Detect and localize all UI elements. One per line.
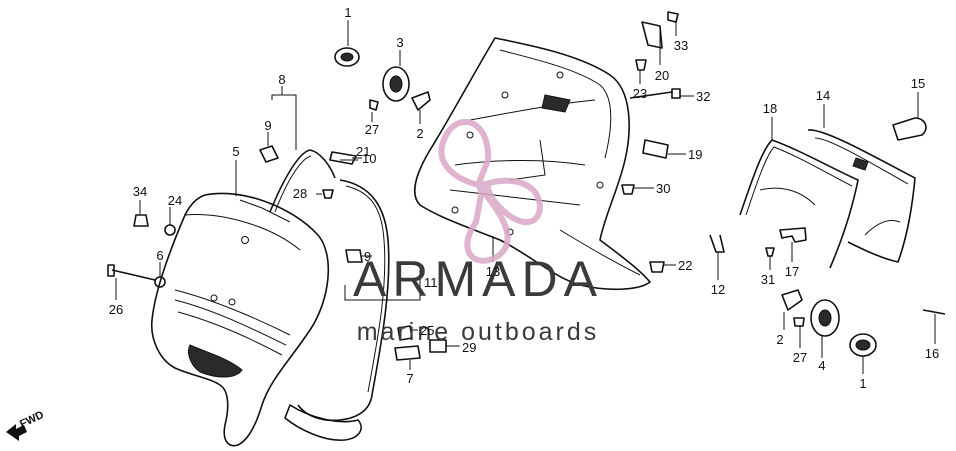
label-part-17: 17 [785,264,799,279]
propeller-logo-icon [438,119,544,264]
label-part-27-top: 27 [365,122,379,137]
label-part-29: 29 [462,340,476,355]
fwd-label: FWD [18,409,46,431]
label-part-28: 28 [293,186,307,201]
label-part-2-bottom: 2 [776,332,783,347]
front-cover-part [150,192,330,447]
watermark-brand: ARMADA [353,251,603,307]
label-part-22: 22 [678,258,692,273]
label-part-32: 32 [696,89,710,104]
label-part-24: 24 [168,193,182,208]
armada-watermark: ARMADA marine outboards [353,119,603,346]
label-part-12: 12 [711,282,725,297]
label-part-34: 34 [133,184,147,199]
label-part-26: 26 [109,302,123,317]
watermark-tagline: marine outboards [357,318,600,346]
label-part-1-top: 1 [344,5,351,20]
label-part-16: 16 [925,346,939,361]
label-part-5: 5 [232,144,239,159]
label-part-19: 19 [688,147,702,162]
label-part-1-bottom: 1 [859,376,866,391]
leader-lines [115,20,936,374]
label-part-10: 10 [362,151,376,166]
label-part-7: 7 [406,371,413,386]
inner-cover-part [414,37,651,291]
label-part-11: 11 [424,275,438,290]
label-part-27-bottom: 27 [793,350,807,365]
molding-part [269,149,390,441]
fwd-arrow-icon [6,424,27,441]
fwd-direction-marker: FWD [6,409,46,441]
label-part-21: 21 [356,144,370,159]
label-part-30: 30 [656,181,670,196]
label-part-9-top: 9 [264,118,271,133]
label-part-23: 23 [633,86,647,101]
label-part-9-mid: 9 [364,249,371,264]
label-part-4: 4 [818,358,825,373]
label-part-15: 15 [911,76,925,91]
part-number-labels: 1 3 8 9 27 2 21 10 5 28 34 24 6 26 9 11 … [109,5,939,391]
label-part-20: 20 [655,68,669,83]
label-part-8: 8 [278,72,285,87]
label-part-2-top: 2 [416,126,423,141]
label-part-6: 6 [156,248,163,263]
label-part-13: 13 [486,264,500,279]
label-part-3: 3 [396,35,403,50]
label-part-31: 31 [761,272,775,287]
frame-parts [739,129,916,269]
label-part-33: 33 [674,38,688,53]
label-part-14: 14 [816,88,830,103]
label-part-18: 18 [763,101,777,116]
label-part-25: 25 [420,323,434,338]
